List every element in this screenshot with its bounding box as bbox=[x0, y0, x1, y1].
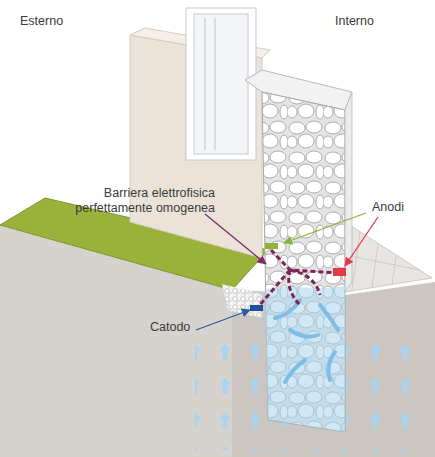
cathode bbox=[250, 305, 263, 311]
anode bbox=[265, 243, 278, 249]
floor-tiles bbox=[345, 232, 420, 290]
window-glass bbox=[194, 14, 248, 154]
cathode-label: Catodo bbox=[150, 320, 210, 335]
interior-floor bbox=[345, 222, 432, 292]
leader-line bbox=[284, 213, 366, 243]
barrier-label: Barriera elettrofisica perfettamente omo… bbox=[55, 186, 215, 216]
stone-wall bbox=[262, 92, 345, 432]
leader-line bbox=[345, 217, 378, 266]
anode-label: Anodi bbox=[372, 200, 432, 215]
wet-zone bbox=[264, 286, 345, 432]
side-label: Esterno bbox=[20, 14, 100, 29]
water-flow bbox=[275, 300, 338, 382]
leader-line bbox=[205, 214, 266, 264]
side-label: Interno bbox=[335, 14, 415, 29]
interior-plaster bbox=[345, 92, 352, 292]
window-reflection bbox=[205, 18, 215, 150]
leader-line bbox=[196, 310, 250, 330]
anode bbox=[333, 268, 346, 276]
window-frame bbox=[186, 8, 256, 160]
electrophysical-barrier bbox=[258, 250, 340, 307]
